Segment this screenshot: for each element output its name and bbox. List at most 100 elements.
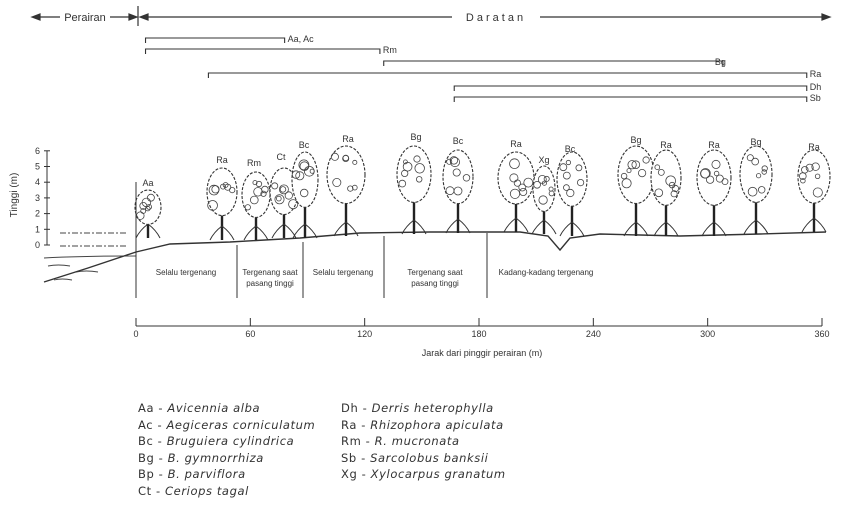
legend-separator: - bbox=[357, 418, 370, 432]
legend-code: Aa bbox=[138, 401, 154, 415]
mangrove-tree: Ra bbox=[207, 155, 237, 240]
y-tick-label: 6 bbox=[35, 146, 40, 156]
tree-species-label: Bg bbox=[630, 135, 641, 145]
tree-species-label: Xg bbox=[538, 155, 549, 165]
species-range-brackets: Aa, Ac RmBgRaDhSb bbox=[146, 34, 822, 103]
legend-separator: - bbox=[361, 434, 374, 448]
tree-species-label: Ra bbox=[342, 134, 354, 144]
legend-species-name: Aegiceras corniculatum bbox=[166, 418, 315, 432]
zone-header bbox=[32, 6, 830, 26]
mangrove-tree: Ra bbox=[651, 140, 681, 236]
mangrove-tree: Bg bbox=[618, 135, 654, 236]
legend-item: Rm - R. mucronata bbox=[341, 434, 506, 451]
range-line bbox=[384, 61, 723, 66]
legend-separator: - bbox=[358, 401, 371, 415]
legend-code: Bg bbox=[138, 451, 154, 465]
legend-item: Bg - B. gymnorrhiza bbox=[138, 451, 315, 468]
mangrove-tree: Ra bbox=[798, 142, 830, 232]
tree-species-label: Bc bbox=[453, 136, 464, 146]
arrowhead-left-icon bbox=[32, 14, 40, 20]
tree-species-label: Rm bbox=[247, 158, 261, 168]
legend-species-name: Ceriops tagal bbox=[165, 484, 249, 498]
zone-label: Selalu tergenang bbox=[156, 268, 217, 277]
range-label: Rm bbox=[383, 45, 397, 55]
mangrove-tree: Ra bbox=[697, 140, 731, 236]
mangrove-tree: Bc bbox=[292, 140, 318, 238]
tree-crown bbox=[618, 146, 654, 204]
x-tick-label: 300 bbox=[700, 329, 715, 339]
y-tick-label: 0 bbox=[35, 240, 40, 250]
tree-crown bbox=[207, 168, 237, 216]
y-tick-label: 4 bbox=[35, 177, 40, 187]
range-line bbox=[208, 73, 806, 78]
x-tick-label: 60 bbox=[245, 329, 255, 339]
tree-crown bbox=[397, 146, 431, 202]
legend-item: Ct - Ceriops tagal bbox=[138, 484, 315, 501]
tree-species-label: Bc bbox=[299, 140, 310, 150]
range-bracket: Rm bbox=[146, 45, 397, 55]
zone-label: Selalu tergenang bbox=[313, 268, 374, 277]
legend-separator: - bbox=[152, 484, 165, 498]
tree-crown bbox=[533, 166, 555, 211]
tree-species-label: Ra bbox=[708, 140, 720, 150]
legend-item: Dh - Derris heterophylla bbox=[341, 401, 506, 418]
x-tick-label: 360 bbox=[814, 329, 829, 339]
x-tick-label: 120 bbox=[357, 329, 372, 339]
range-label: Dh bbox=[810, 82, 822, 92]
tree-species-label: Ra bbox=[510, 139, 522, 149]
legend-separator: - bbox=[153, 434, 166, 448]
range-bracket: Aa, Ac bbox=[146, 34, 315, 44]
tree-species-label: Bc bbox=[565, 144, 576, 154]
legend-item: Bp - B. parviflora bbox=[138, 467, 315, 484]
legend-species-name: R. mucronata bbox=[375, 434, 460, 448]
tree-species-label: Aa bbox=[142, 178, 153, 188]
legend-species-name: Derris heterophylla bbox=[372, 401, 494, 415]
legend-code: Bp bbox=[138, 467, 154, 481]
perairan-label: Perairan bbox=[64, 12, 106, 24]
legend-separator: - bbox=[154, 401, 167, 415]
zone-label: Tergenang saat bbox=[407, 268, 463, 277]
range-line bbox=[454, 86, 807, 91]
mangrove-tree: Bg bbox=[397, 132, 431, 234]
zone-label: Tergenang saat bbox=[242, 268, 298, 277]
legend-code: Rm bbox=[341, 434, 361, 448]
legend-code: Ra bbox=[341, 418, 357, 432]
legend-item: Xg - Xylocarpus granatum bbox=[341, 467, 506, 484]
range-label: Sb bbox=[810, 93, 821, 103]
tree-species-label: Ra bbox=[660, 140, 672, 150]
y-tick-label: 2 bbox=[35, 209, 40, 219]
tree-crown bbox=[557, 152, 587, 206]
y-axis: 0123456 bbox=[35, 146, 50, 250]
mangrove-tree: Ra bbox=[498, 139, 534, 232]
range-label: Ra bbox=[810, 69, 822, 79]
range-line bbox=[146, 49, 380, 54]
legend-item: Sb - Sarcolobus banksii bbox=[341, 451, 506, 468]
legend-code: Xg bbox=[341, 467, 357, 481]
tree-species-label: Bg bbox=[410, 132, 421, 142]
mangrove-zonation-diagram: Perairan Daratan Aa, AcRmBgRaDhSb 012345… bbox=[0, 0, 844, 400]
mangrove-tree: Aa bbox=[135, 178, 161, 238]
arrowhead-left-icon bbox=[140, 14, 148, 20]
legend-species-name: Avicennia alba bbox=[167, 401, 260, 415]
y-tick-label: 1 bbox=[35, 224, 40, 234]
zone-label: pasang tinggi bbox=[246, 279, 294, 288]
legend-separator: - bbox=[154, 451, 167, 465]
zone-labels: Selalu tergenang Tergenang saat pasang t… bbox=[156, 268, 594, 288]
mangrove-tree: Bg bbox=[740, 137, 772, 234]
tree-species-label: Ra bbox=[808, 142, 820, 152]
zone-label: pasang tinggi bbox=[411, 279, 459, 288]
legend-item: Ra - Rhizophora apiculata bbox=[341, 418, 506, 435]
y-tick-label: 3 bbox=[35, 193, 40, 203]
x-axis-label: Jarak dari pinggir perairan (m) bbox=[422, 348, 543, 358]
legend-code: Dh bbox=[341, 401, 358, 415]
legend-separator: - bbox=[154, 467, 167, 481]
tree-crown bbox=[697, 150, 731, 205]
y-axis-label: Tinggi (m) bbox=[9, 173, 20, 218]
range-line bbox=[454, 97, 807, 102]
legend-code: Bc bbox=[138, 434, 153, 448]
tree-species-label: Ra bbox=[216, 155, 228, 165]
range-bracket: Bg bbox=[384, 57, 726, 67]
